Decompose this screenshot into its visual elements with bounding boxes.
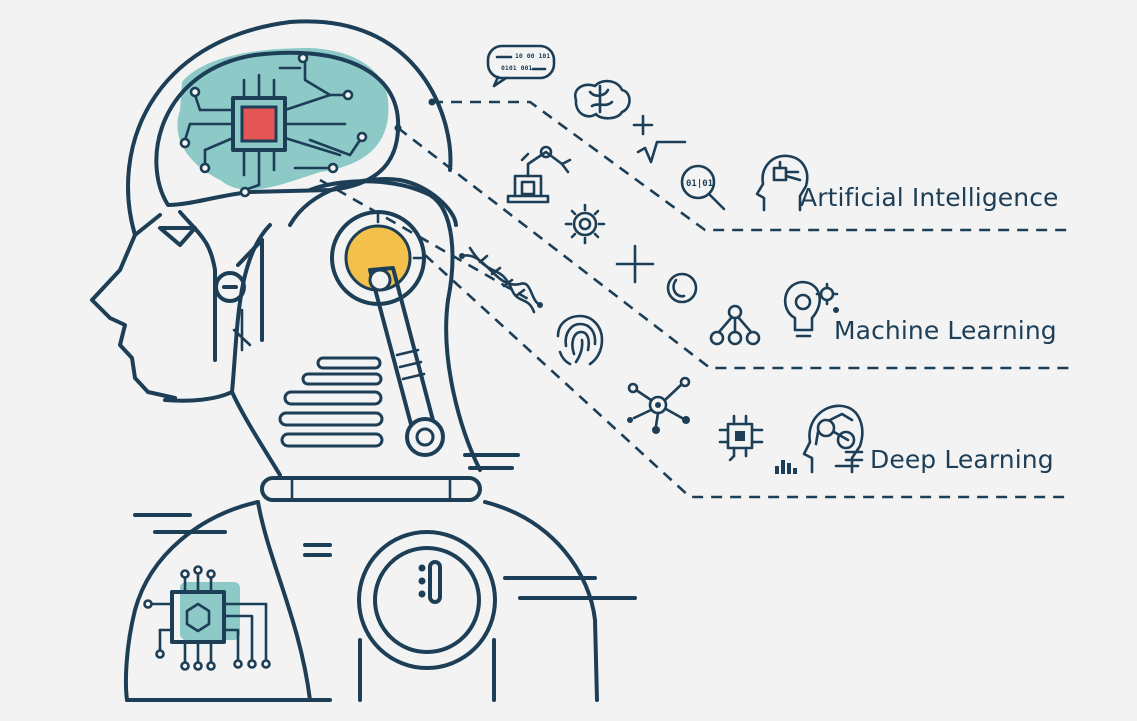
neck-line [178,210,217,362]
brain-cpu-core [240,105,278,143]
connector-ai [432,100,1070,232]
label-artificial-intelligence: Artificial Intelligence [800,183,1059,212]
jaw [163,223,272,403]
connector-ml [397,126,1070,370]
gear-icon [564,203,606,245]
rod-top [368,268,392,292]
jaw-bolt [214,271,246,303]
ai-head-icon [755,154,809,212]
neck-vents [278,356,384,448]
molecule-icon [627,376,691,434]
eye [158,226,197,247]
magnifier-binary: 01|01 [686,179,713,189]
robot-body [123,500,637,702]
bar-chart-icon [775,460,797,474]
dl-head-icon [802,404,864,474]
label-deep-learning: Deep Learning [870,445,1054,474]
shoulder-right [483,500,599,702]
neck-back [444,298,482,472]
body-chip-hex [185,602,211,633]
lightbulb-gear-icon [784,280,839,338]
connector-lines [319,98,1070,499]
dna-icon [459,246,543,314]
skull-outline [126,19,453,237]
circle-icon [666,272,698,304]
collar [260,476,482,502]
jaw-detail [232,308,252,352]
brain-icon [573,79,631,120]
chip-icon [718,414,764,462]
shoulder-joint-outer [357,530,497,670]
magnifier-icon: 01|01 [680,164,726,211]
body-inner [256,500,312,702]
label-machine-learning: Machine Learning [834,316,1057,345]
head-back [308,179,455,302]
face-profile [90,213,177,400]
ear-rod [368,266,437,430]
jaw-inner [236,238,264,267]
plus-icon [615,244,655,284]
robot-head [90,19,458,457]
ear-band [288,177,458,227]
fingerprint-icon [556,314,604,366]
neck-front [230,390,282,477]
bubble-line1: 10 00 101 [515,52,550,60]
bubble-line2: 0101 001 [501,64,532,72]
robot-arm-icon [506,145,572,204]
network-icon [709,304,761,346]
chat-bubble-icon: 10 00 101 0101 001 [486,44,556,88]
connector-ml-2 [319,178,531,302]
shoulder-left [123,500,260,702]
connector-dl [424,254,1070,499]
shoulder-joint-inner [373,546,481,654]
math-icon [632,114,687,164]
